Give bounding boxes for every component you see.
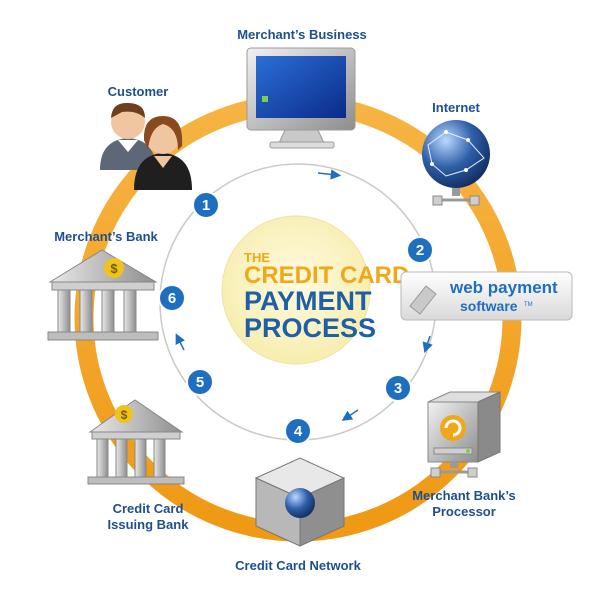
software-line-1: web payment <box>449 278 558 297</box>
processor-label-2: Processor <box>432 504 496 519</box>
step-badge-6: 6 <box>158 284 186 312</box>
merchants-bank-node: Merchant’s Bank $ <box>47 229 159 341</box>
merchants-business-node: Merchant’s Business <box>237 27 367 149</box>
customer-label: Customer <box>108 84 169 99</box>
step-badge-1: 1 <box>192 191 220 219</box>
internet-label: Internet <box>432 100 480 115</box>
step-number: 2 <box>416 242 424 259</box>
title-line-3: PAYMENT <box>244 286 372 316</box>
step-number: 3 <box>394 380 402 397</box>
title-line-2: CREDIT CARD <box>244 262 409 289</box>
computer-monitor-icon <box>246 47 356 149</box>
credit-card-network-label: Credit Card Network <box>235 558 361 573</box>
step-number: 6 <box>168 290 176 307</box>
step-number: 5 <box>196 374 204 391</box>
center-title: THE CREDIT CARD PAYMENT PROCESS <box>221 215 409 365</box>
step-badge-4: 4 <box>284 417 312 445</box>
flow-arrow-top <box>317 169 342 180</box>
people-icon <box>100 102 192 190</box>
globe-network-icon <box>422 120 490 206</box>
software-line-2: software <box>460 298 518 314</box>
flow-arrow-left <box>175 333 186 351</box>
svg-text:$: $ <box>121 408 128 422</box>
processor-node: Merchant Bank’s Processor <box>412 391 516 519</box>
processor-label-1: Merchant Bank’s <box>412 488 516 503</box>
credit-card-network-node: Credit Card Network <box>235 457 362 573</box>
merchants-business-label: Merchant’s Business <box>237 27 367 42</box>
title-line-4: PROCESS <box>244 313 376 343</box>
merchants-bank-label: Merchant’s Bank <box>54 229 158 244</box>
bank-building-icon: $ <box>47 249 159 341</box>
customer-node: Customer <box>100 84 192 190</box>
step-badge-2: 2 <box>406 236 434 264</box>
flow-arrow-bottom <box>341 409 359 421</box>
title-line-1: THE <box>244 250 270 265</box>
software-tm: TM <box>524 302 533 308</box>
step-badge-3: 3 <box>384 374 412 402</box>
step-number: 4 <box>294 423 303 440</box>
bank-building-icon: $ <box>87 399 185 485</box>
flow-arrow-right <box>422 335 433 353</box>
issuing-bank-label-2: Issuing Bank <box>108 517 190 532</box>
step-badge-5: 5 <box>186 368 214 396</box>
network-cube-icon <box>254 457 346 547</box>
web-payment-software-badge: web payment software TM <box>400 271 573 321</box>
issuing-bank-label-1: Credit Card <box>113 501 184 516</box>
svg-text:$: $ <box>110 261 118 276</box>
issuing-bank-node: $ Credit Card Issuing Bank <box>87 399 190 532</box>
server-drive-icon <box>427 391 501 478</box>
internet-node: Internet <box>422 100 490 206</box>
step-number: 1 <box>202 197 210 214</box>
